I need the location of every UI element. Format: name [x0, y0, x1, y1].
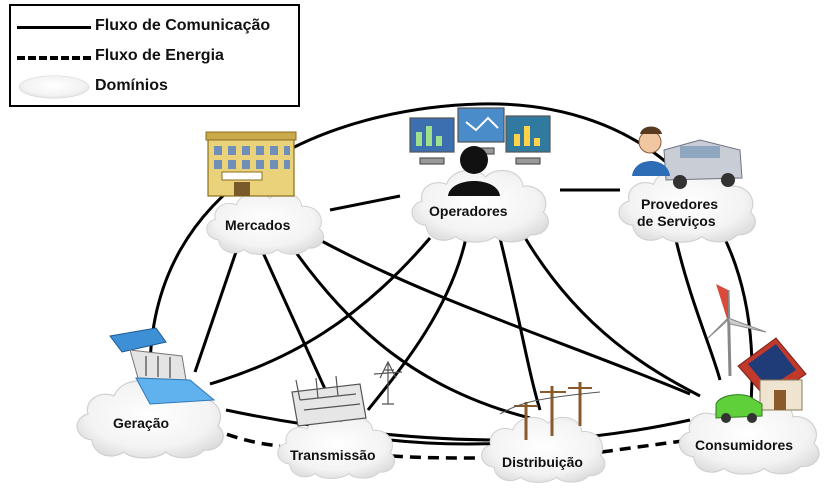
edge-operadores-geracao — [209, 237, 432, 386]
building-icon — [205, 131, 297, 197]
house-wind-solar-car-icon — [707, 284, 807, 423]
energy-transmissao-distribuicao — [391, 454, 481, 460]
edge-provedores-consumidores — [674, 239, 722, 381]
legend-communication-label: Fluxo de Comunicação — [95, 17, 271, 34]
label-provedores-line1: Provedores — [641, 196, 719, 212]
power-pole-icon — [499, 382, 601, 440]
label-transmissao: Transmissão — [290, 447, 376, 463]
label-geracao: Geração — [113, 415, 170, 431]
legend-energy-label: Fluxo de Energia — [95, 47, 224, 64]
ring-arc — [148, 102, 754, 416]
dashed-line-swatch — [17, 56, 91, 60]
label-distribuicao: Distribuição — [502, 454, 583, 470]
dam-icon — [109, 327, 216, 405]
substation-icon — [291, 360, 403, 427]
legend-communication: Fluxo de Comunicação — [11, 14, 298, 40]
edge-mercados-operadores — [329, 194, 401, 212]
monitors-operator-icon — [409, 107, 551, 196]
label-mercados: Mercados — [225, 217, 291, 233]
edge-mercados-transmissao — [258, 245, 332, 401]
edge-mercados-geracao — [193, 245, 240, 373]
legend-domains: Domínios — [11, 74, 298, 100]
cloud-icon — [18, 75, 90, 99]
edge-operadores-transmissao — [366, 237, 468, 411]
edge-operadores-consumidores — [522, 235, 701, 398]
cloud-distribuicao — [480, 416, 606, 483]
edge-operadores-distribuicao — [498, 237, 542, 411]
label-operadores: Operadores — [429, 203, 508, 219]
edge-mercados-distribuicao — [288, 243, 531, 420]
energy-distribuicao-consumidores — [601, 438, 691, 454]
legend-energy: Fluxo de Energia — [11, 44, 298, 70]
legend: Fluxo de Comunicação Fluxo de Energia Do… — [9, 4, 300, 107]
label-consumidores: Consumidores — [695, 437, 794, 453]
service-person-car-icon — [632, 126, 743, 189]
label-provedores-line2: de Serviços — [637, 213, 716, 229]
solid-line-swatch — [17, 26, 91, 29]
legend-domains-label: Domínios — [95, 77, 168, 94]
edge-mercados-consumidores — [315, 236, 691, 396]
